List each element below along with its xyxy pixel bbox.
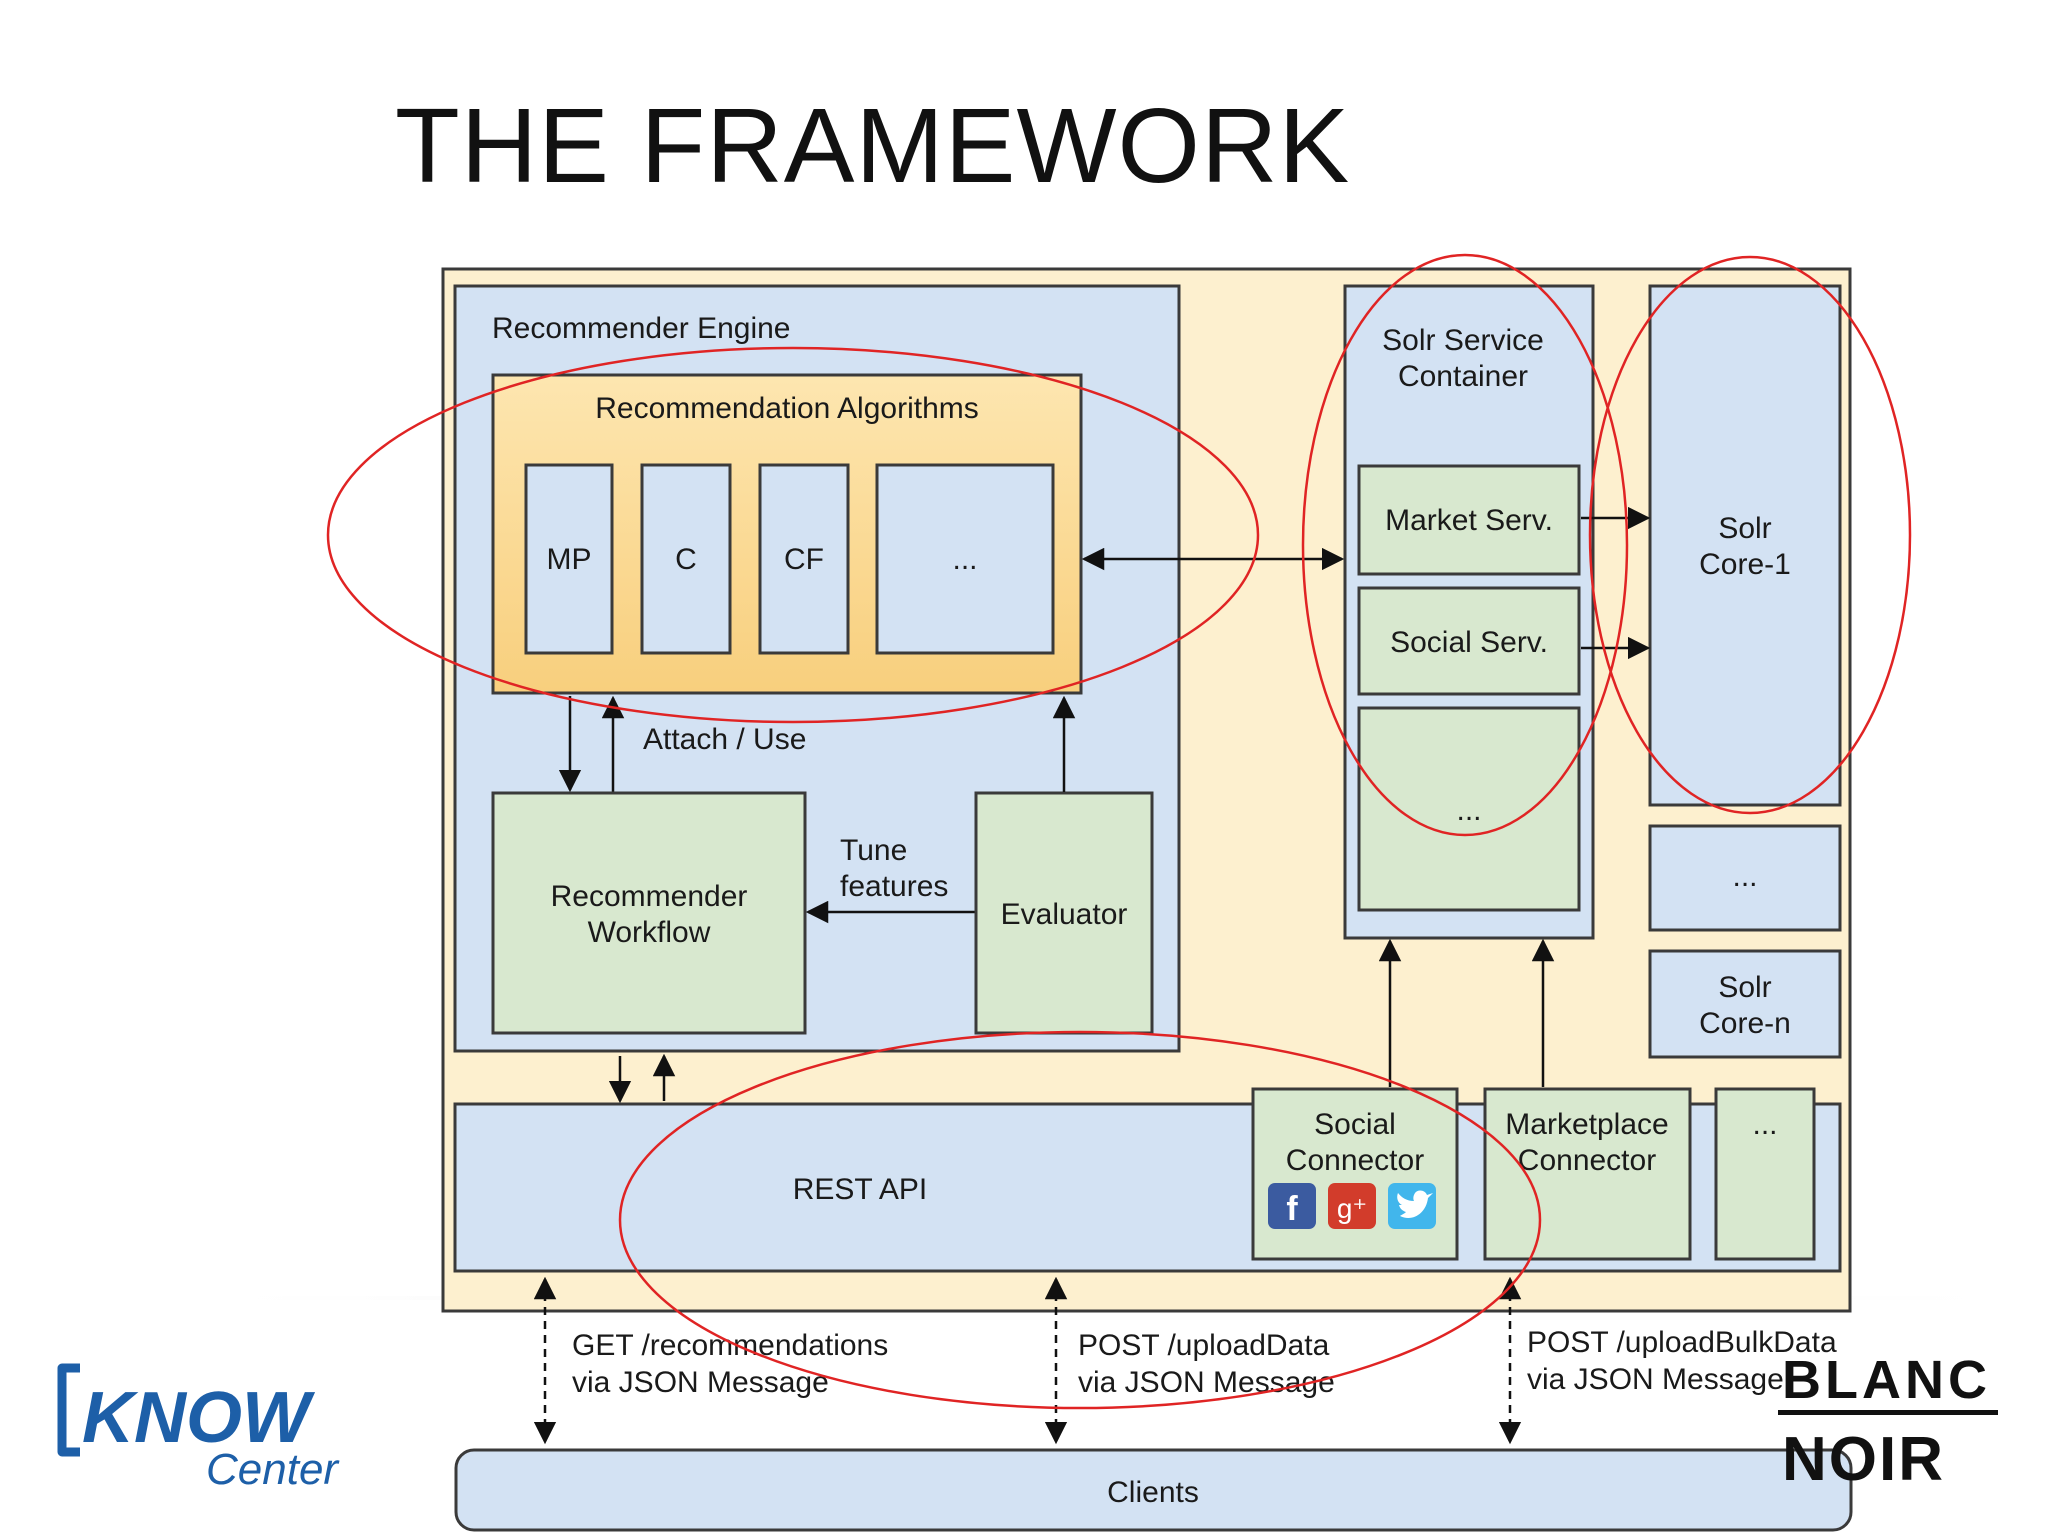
blanc-noir-logo: BLANC NOIR bbox=[1778, 1350, 1998, 1494]
market-connector-label-line1: Marketplace bbox=[1505, 1108, 1668, 1141]
tune-label-line1: Tune bbox=[840, 834, 907, 867]
social-connector bbox=[1251, 1087, 1459, 1261]
algo-mp-label: MP bbox=[547, 543, 592, 576]
algo-box-cf bbox=[758, 463, 850, 655]
solr-container-label-line1: Solr Service bbox=[1382, 324, 1544, 357]
algo-c-label: C bbox=[675, 543, 697, 576]
evaluator-label: Evaluator bbox=[1001, 898, 1128, 931]
noir-logo-text: NOIR bbox=[1782, 1425, 1945, 1494]
post-label-line2: via JSON Message bbox=[1078, 1366, 1335, 1399]
highlight-ellipse-algorithms bbox=[326, 346, 1260, 724]
marketplace-connector bbox=[1483, 1087, 1692, 1261]
rest-api-label: REST API bbox=[793, 1173, 928, 1206]
solr-core-1-label-line1: Solr bbox=[1718, 512, 1771, 545]
highlight-ellipse-rest-api bbox=[618, 1030, 1542, 1410]
market-service-box bbox=[1357, 464, 1581, 576]
algo-box-more bbox=[875, 463, 1055, 655]
know-center-logo: KNOW Center bbox=[57, 1363, 340, 1490]
social-connector-label-line2: Connector bbox=[1286, 1144, 1424, 1177]
get-label-line2: via JSON Message bbox=[572, 1366, 829, 1399]
algorithms-label: Recommendation Algorithms bbox=[595, 392, 979, 425]
algo-more-label: ... bbox=[952, 543, 977, 576]
market-service-label: Market Serv. bbox=[1385, 504, 1553, 537]
solr-core-more-label: ... bbox=[1732, 860, 1757, 893]
clients-bar bbox=[454, 1448, 1853, 1532]
algo-box-mp bbox=[524, 463, 614, 655]
highlight-ellipse-solr-core bbox=[1588, 255, 1912, 815]
more-connector-label: ... bbox=[1752, 1108, 1777, 1141]
algo-cf-label: CF bbox=[784, 543, 824, 576]
recommender-workflow bbox=[491, 791, 807, 1035]
social-service-label: Social Serv. bbox=[1390, 626, 1548, 659]
bulk-label-line2: via JSON Message bbox=[1527, 1363, 1784, 1396]
slide-title: THE FRAMEWORK bbox=[395, 87, 1351, 205]
center-logo-text: Center bbox=[206, 1445, 340, 1490]
facebook-icon: f bbox=[1268, 1183, 1316, 1229]
more-service-box bbox=[1357, 706, 1581, 912]
solr-core-n-label-line1: Solr bbox=[1718, 971, 1771, 1004]
solr-core-n-label-line2: Core-n bbox=[1699, 1007, 1791, 1040]
workflow-label-line2: Workflow bbox=[588, 916, 711, 949]
solr-container-label-line2: Container bbox=[1398, 360, 1528, 393]
market-connector-label-line2: Connector bbox=[1518, 1144, 1656, 1177]
solr-core-more bbox=[1648, 824, 1842, 932]
bulk-label-line1: POST /uploadBulkData bbox=[1527, 1326, 1837, 1359]
svg-text:f: f bbox=[1286, 1190, 1298, 1228]
attach-use-label: Attach / Use bbox=[643, 723, 806, 756]
blanc-logo-text: BLANC bbox=[1782, 1350, 1991, 1410]
solr-core-1 bbox=[1648, 284, 1842, 807]
highlight-ellipse-solr-container bbox=[1301, 253, 1629, 837]
solr-core-n bbox=[1648, 949, 1842, 1059]
get-label-line1: GET /recommendations bbox=[572, 1329, 888, 1362]
svg-text:g⁺: g⁺ bbox=[1337, 1193, 1367, 1224]
twitter-icon bbox=[1388, 1183, 1436, 1229]
more-connector bbox=[1714, 1087, 1816, 1261]
google-plus-icon: g⁺ bbox=[1328, 1183, 1376, 1229]
social-service-box bbox=[1357, 586, 1581, 696]
clients-label: Clients bbox=[1107, 1476, 1199, 1509]
algo-box-c bbox=[640, 463, 732, 655]
workflow-label-line1: Recommender bbox=[551, 880, 748, 913]
tune-label-line2: features bbox=[840, 870, 948, 903]
engine-label: Recommender Engine bbox=[492, 312, 791, 345]
social-connector-label-line1: Social bbox=[1314, 1108, 1396, 1141]
solr-core-1-label-line2: Core-1 bbox=[1699, 548, 1791, 581]
know-logo-text: KNOW bbox=[82, 1378, 316, 1458]
post-label-line1: POST /uploadData bbox=[1078, 1329, 1330, 1362]
more-service-label: ... bbox=[1456, 794, 1481, 827]
